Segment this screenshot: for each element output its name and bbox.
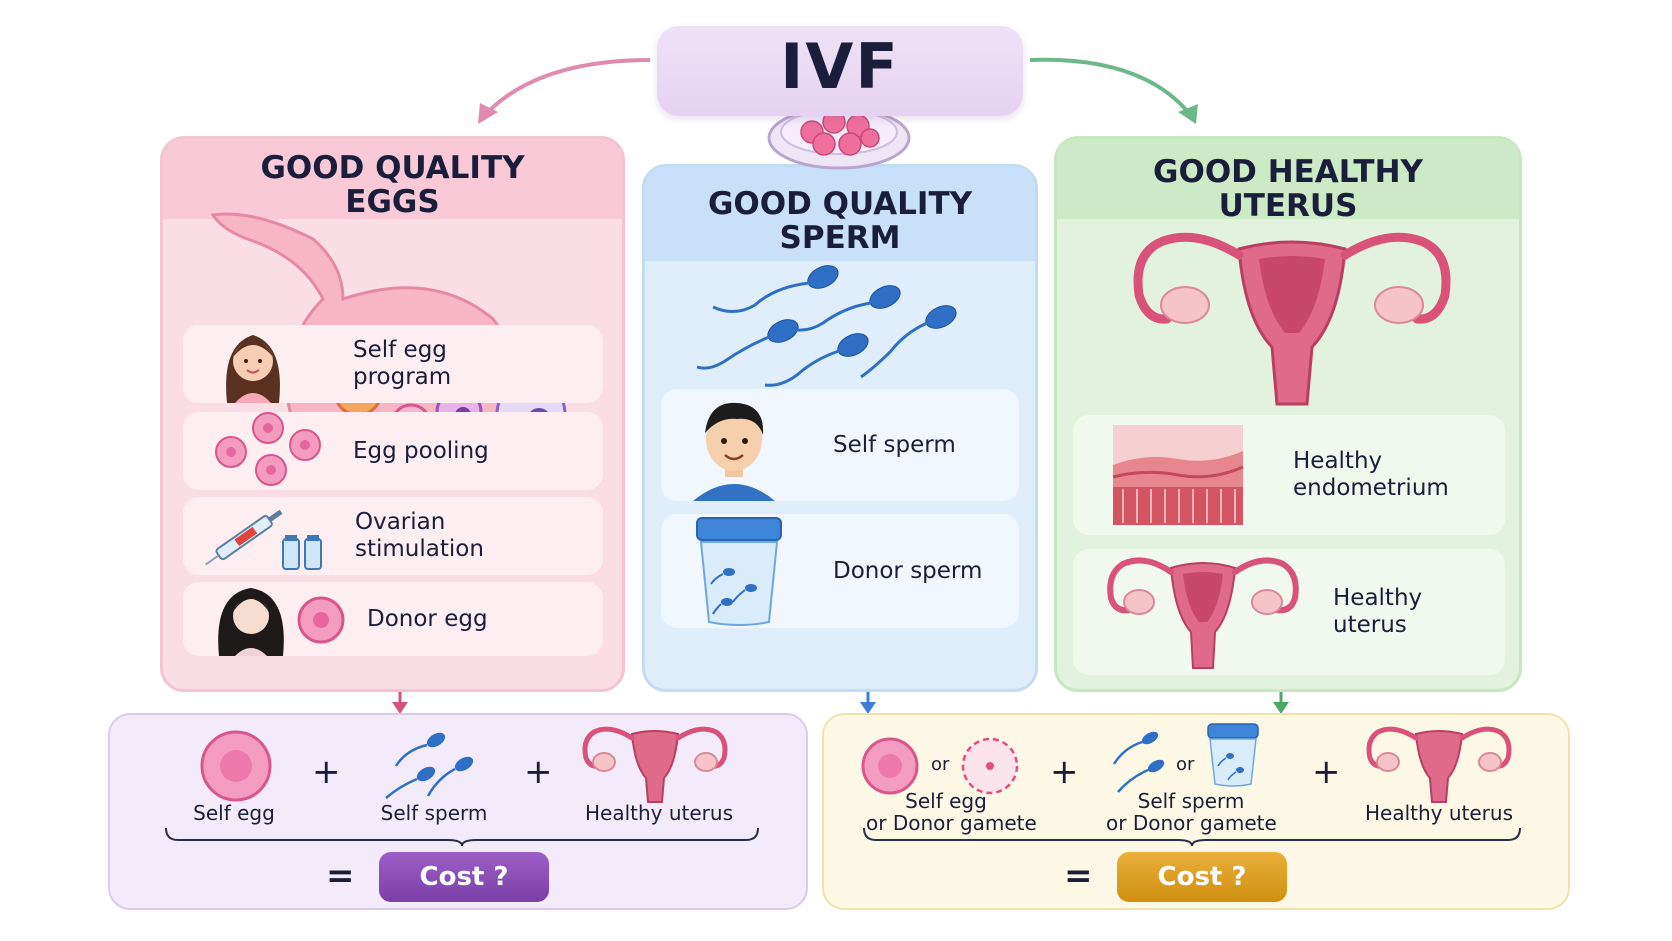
donor-egg-label: Donor egg <box>367 605 488 632</box>
arrow-head-uterus <box>1178 104 1198 124</box>
summary-right-egg-label: Self egg or Donor gamete <box>866 789 1037 835</box>
self-sperm-card: Self sperm <box>661 389 1019 501</box>
sperm-sample-cup-icon <box>696 517 782 626</box>
egg-pooling-card: Egg pooling <box>183 412 603 490</box>
arrow-to-eggs <box>486 58 651 114</box>
summary-left-sperm-label: Self sperm <box>380 801 488 825</box>
sperm-column-title: GOOD QUALITY SPERM <box>707 186 973 256</box>
uterus-illustration <box>1133 232 1451 406</box>
eggs-column: GOOD QUALITY EGGS Self egg prog <box>160 136 625 692</box>
donor-sperm-label: Donor sperm <box>833 557 983 584</box>
eggs-column-header <box>163 139 622 219</box>
summary-right-uterus-icon <box>1366 726 1512 803</box>
sperm-column-header <box>645 167 1035 261</box>
summary-left-plus-1: + <box>312 752 341 792</box>
healthy-uterus-label: Healthy uterus <box>1333 585 1423 638</box>
syringe-vials-icon <box>205 509 322 570</box>
summary-right-uterus-label: Healthy uterus <box>1364 801 1513 825</box>
donor-woman-icon <box>218 588 345 656</box>
summary-left-egg-icon <box>200 730 272 802</box>
summary-left-brace <box>165 827 759 847</box>
summary-right-plus-2: + <box>1312 752 1341 792</box>
summary-left-equals: = <box>326 856 355 896</box>
uterus-column-title: GOOD HEALTHY UTERUS <box>1153 154 1423 224</box>
summary-right-cost-button[interactable]: Cost ? <box>1117 852 1287 902</box>
summary-right-sample-cup-icon <box>1207 723 1259 787</box>
uterus-column-header <box>1057 139 1519 219</box>
egg-cluster-icon <box>215 412 321 486</box>
summary-left-plus-2: + <box>524 752 553 792</box>
summary-right-or-egg: or <box>931 754 950 775</box>
ovarian-stimulation-label: Ovarian stimulation <box>355 509 484 562</box>
arrow-to-uterus <box>1029 57 1190 114</box>
self-egg-program-card: Self egg program <box>183 325 603 403</box>
summary-left-uterus-icon <box>582 726 728 803</box>
ivf-title: IVF <box>780 30 900 103</box>
summary-left-sperm-icon <box>385 732 474 799</box>
summary-left-uterus-label: Healthy uterus <box>584 801 733 825</box>
self-sperm-label: Self sperm <box>833 431 956 458</box>
summary-right-brace <box>863 827 1521 847</box>
donor-egg-card: Donor egg <box>183 582 603 656</box>
petri-dish-icon <box>767 106 911 170</box>
healthy-endometrium-label: Healthy endometrium <box>1293 448 1449 501</box>
egg-pooling-label: Egg pooling <box>353 437 489 464</box>
arrow-head-eggs <box>478 103 498 124</box>
eggs-column-title: GOOD QUALITY EGGS <box>260 150 525 220</box>
summary-right-or-sperm: or <box>1176 754 1195 775</box>
summary-right-plus-1: + <box>1050 752 1079 792</box>
endometrium-tissue-icon <box>1112 425 1244 525</box>
self-egg-program-label: Self egg program <box>353 337 452 390</box>
arrow-down-eggs-head <box>392 702 408 714</box>
ivf-title-box: IVF <box>657 26 1023 116</box>
summary-right-sperm-icon <box>1112 731 1165 793</box>
summary-left-cost-button[interactable]: Cost ? <box>379 852 549 902</box>
summary-right-sperm-label: Self sperm or Donor gamete <box>1106 789 1277 835</box>
healthy-uterus-icon <box>1107 557 1299 669</box>
healthy-endometrium-card: Healthy endometrium <box>1073 415 1505 535</box>
arrow-down-sperm-head <box>860 702 876 714</box>
man-avatar-icon <box>693 402 775 501</box>
summary-right-equals: = <box>1064 856 1093 896</box>
healthy-uterus-card: Healthy uterus <box>1073 549 1505 675</box>
woman-avatar-icon <box>226 335 280 403</box>
summary-right-egg-icon <box>861 737 919 795</box>
donor-sperm-card: Donor sperm <box>661 514 1019 628</box>
arrow-down-uterus-head <box>1273 702 1289 714</box>
sperm-column: GOOD QUALITY SPERM Self sperm <box>642 164 1038 692</box>
summary-left-egg-label: Self egg <box>193 801 275 825</box>
uterus-column: GOOD HEALTHY UTERUS Healthy endometrium <box>1054 136 1522 692</box>
sperm-cells-illustration <box>696 265 957 387</box>
summary-right-donor-egg-icon <box>961 737 1019 795</box>
ovarian-stimulation-card: Ovarian stimulation <box>183 497 603 575</box>
